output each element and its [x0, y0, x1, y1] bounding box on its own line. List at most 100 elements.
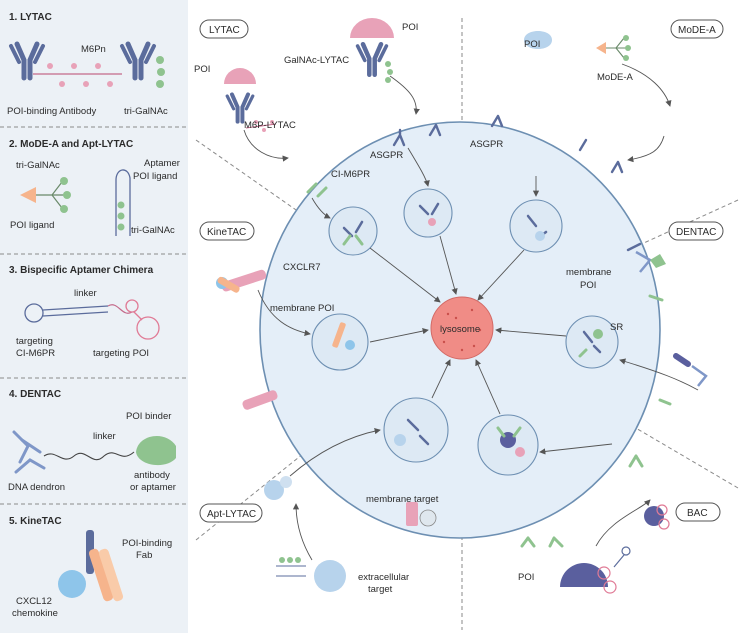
legend-cxcl-label: CXCL12 [16, 596, 52, 607]
pathway-arrows [243, 63, 699, 561]
poi-galnac-icon [350, 18, 394, 83]
pill-apt-lytac: Apt-LYTAC [199, 503, 263, 523]
svg-text:BAC: BAC [687, 508, 708, 519]
label-extracellular: extracellular [358, 572, 409, 583]
fab-icon [88, 548, 114, 602]
label-cxclr7: CXCLR7 [283, 262, 321, 273]
diagram-area: lysosome [194, 18, 739, 630]
legend-aptamer-label: or aptamer [130, 482, 176, 493]
poi-binder-icon [136, 435, 176, 466]
label-poi: POI [518, 572, 534, 583]
legend-lytac-title: 1. LYTAC [9, 12, 52, 23]
label-mode-a: MoDE-A [597, 72, 634, 83]
label-poi: POI [524, 39, 540, 50]
label-membrane-target: membrane target [366, 494, 439, 505]
galnac-icon [156, 56, 165, 88]
pill-lytac: LYTAC [199, 19, 249, 39]
label-poi: POI [580, 280, 596, 291]
kinetac-molecule [216, 269, 267, 293]
galnac-icon [117, 201, 125, 231]
legend-trigalnac-label: tri-GalNAc [124, 106, 168, 117]
legend-cim6pr-label: CI-M6PR [16, 348, 55, 359]
chemokine-icon [58, 570, 86, 598]
legend-dna-dendron-label: DNA dendron [8, 482, 65, 493]
legend-aptamer-poi-label: POI ligand [133, 171, 177, 182]
mode-a-molecule [596, 35, 631, 61]
poi-lytac-icon [224, 68, 277, 132]
legend-antibody-label: POI-binding Antibody [7, 106, 97, 117]
bac-linker [42, 305, 109, 317]
svg-text:DENTAC: DENTAC [676, 227, 716, 238]
pill-dentac: DENTAC [668, 221, 724, 241]
legend-antibody-label: antibody [134, 470, 170, 481]
apt-lytac-molecule [264, 476, 292, 500]
legend-panel-background [0, 0, 188, 633]
pill-bac: BAC [675, 502, 721, 522]
svg-text:MoDE-A: MoDE-A [678, 25, 716, 36]
membrane-receptors [392, 114, 642, 252]
label-target: target [368, 584, 393, 595]
legend-bac-title: 3. Bispecific Aptamer Chimera [9, 265, 154, 276]
mode-a-icon [524, 31, 552, 49]
dna-dendron-icon [12, 430, 46, 474]
label-cim6pr: CI-M6PR [331, 169, 370, 180]
label-poi: POI [402, 22, 418, 33]
legend-linker-label: linker [93, 431, 116, 442]
endosome [328, 206, 378, 256]
legend-kinetac-title: 5. KineTAC [9, 516, 62, 527]
poi-ligand-icon [20, 187, 36, 203]
label-m6p-lytac: M6P-LYTAC [244, 120, 296, 131]
label-membrane-poi: membrane POI [270, 303, 334, 314]
aptamer-icon [115, 169, 131, 236]
green-membrane-receptors [306, 182, 672, 548]
m6p-glycan-icons [47, 63, 113, 87]
bac-molecule [644, 504, 670, 530]
endosome [311, 313, 369, 371]
dentac-molecule [673, 353, 708, 387]
legend-fab-label: POI-binding [122, 538, 172, 549]
pill-modea: MoDE-A [670, 19, 724, 39]
svg-text:KineTAC: KineTAC [207, 227, 246, 238]
kinetac-molecule [242, 390, 278, 410]
legend-mode-title: 2. MoDE-A and Apt-LYTAC [9, 139, 133, 150]
legend-fab-label: Fab [136, 550, 152, 561]
legend-dentac-title: 4. DENTAC [9, 389, 61, 400]
apt-lytac-molecule [276, 557, 346, 592]
label-galnac-lytac: GalNAc-LYTAC [284, 55, 349, 66]
lysosome [430, 296, 494, 360]
aptamer-loop-icon [125, 299, 160, 340]
green-receptor-icons [342, 234, 588, 438]
label-poi: POI [194, 64, 210, 75]
legend-trigalnac-label: tri-GalNAc [16, 160, 60, 171]
legend-panel: 1. LYTAC M6Pn POI-binding Antibody tri-G… [0, 0, 188, 633]
label-sr: SR [610, 322, 623, 333]
lysosome-dots [442, 308, 482, 352]
label-membrane: membrane [566, 267, 611, 278]
svg-text:LYTAC: LYTAC [209, 25, 240, 36]
aptamer-loop-icon [24, 303, 44, 323]
lysosome-label: lysosome [440, 324, 480, 335]
membrane-target-molecule [406, 502, 437, 527]
fab-icon [98, 548, 124, 602]
legend-poi-binder-label: POI binder [126, 411, 171, 422]
mode-linker [36, 181, 64, 209]
label-asgpr: ASGPR [370, 150, 403, 161]
label-asgpr: ASGPR [470, 139, 503, 150]
receptor-icons [342, 202, 602, 446]
legend-m6pn-label: M6Pn [81, 44, 106, 55]
svg-text:Apt-LYTAC: Apt-LYTAC [207, 509, 256, 520]
pill-kinetac: KineTAC [199, 221, 255, 241]
legend-aptamer-label: Aptamer [144, 158, 180, 169]
legend-targeting-poi-label: targeting POI [93, 348, 149, 359]
galnac-icon [60, 177, 71, 213]
endosome [383, 397, 449, 463]
dentac-molecule [635, 250, 666, 273]
legend-cxcl-label: chemokine [12, 608, 58, 619]
legend-trigalnac-label: tri-GalNAc [131, 225, 175, 236]
bac-molecule [560, 546, 631, 594]
legend-linker-label: linker [74, 288, 97, 299]
dentac-linker [43, 451, 135, 461]
legend-poi-ligand-label: POI ligand [10, 220, 54, 231]
legend-targeting-label: targeting [16, 336, 53, 347]
bac-linker-wave [107, 304, 133, 314]
